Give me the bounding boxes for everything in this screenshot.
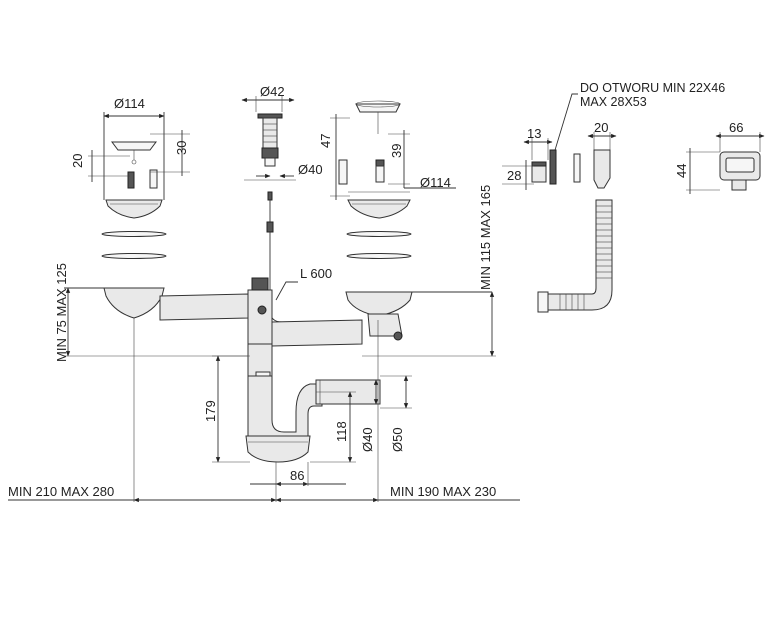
dim-trap-height-179: 179 [203, 400, 218, 422]
dim-right-height-range: MIN 115 MAX 165 [478, 185, 493, 290]
dim-right-width-range: MIN 190 MAX 230 [390, 484, 496, 499]
left-basket-strainer [88, 112, 190, 259]
dim-right-basket-height-47: 47 [318, 134, 333, 148]
overflow-parts [502, 93, 765, 313]
dim-overflow-20: 20 [594, 120, 608, 135]
overflow-note-line1: DO OTWORU MIN 22X46 [580, 81, 725, 95]
popup-plug [241, 96, 360, 323]
dim-left-basket-height-20: 20 [70, 154, 85, 168]
right-basket-strainer [330, 100, 456, 259]
assembled-drain [64, 277, 492, 502]
dim-overflow-66: 66 [729, 120, 743, 135]
label-cable-length: L 600 [300, 266, 332, 281]
dim-left-basket-height-30: 30 [174, 141, 189, 155]
dim-trap-height-118: 118 [334, 421, 349, 442]
dim-left-height-range: MIN 75 MAX 125 [54, 263, 69, 362]
dim-overflow-13: 13 [527, 126, 541, 141]
dim-right-basket-height-39: 39 [389, 144, 404, 158]
dim-right-basket-diameter: Ø114 [420, 175, 451, 190]
dim-overflow-28: 28 [507, 168, 521, 183]
dim-popup-diameter-42: Ø42 [260, 84, 285, 99]
dim-trap-offset-86: 86 [290, 468, 304, 483]
dim-outlet-diameter-40: Ø40 [360, 427, 375, 452]
cable-leader-line [275, 281, 298, 301]
dim-outlet-diameter-50: Ø50 [390, 427, 405, 452]
dim-left-basket-diameter: Ø114 [114, 96, 145, 111]
overflow-note-line2: MAX 28X53 [580, 95, 647, 109]
dim-overflow-44: 44 [674, 164, 689, 178]
dim-popup-diameter-40: Ø40 [298, 162, 323, 177]
dim-left-width-range: MIN 210 MAX 280 [8, 484, 114, 499]
assembly-dimension-lines [8, 287, 520, 503]
